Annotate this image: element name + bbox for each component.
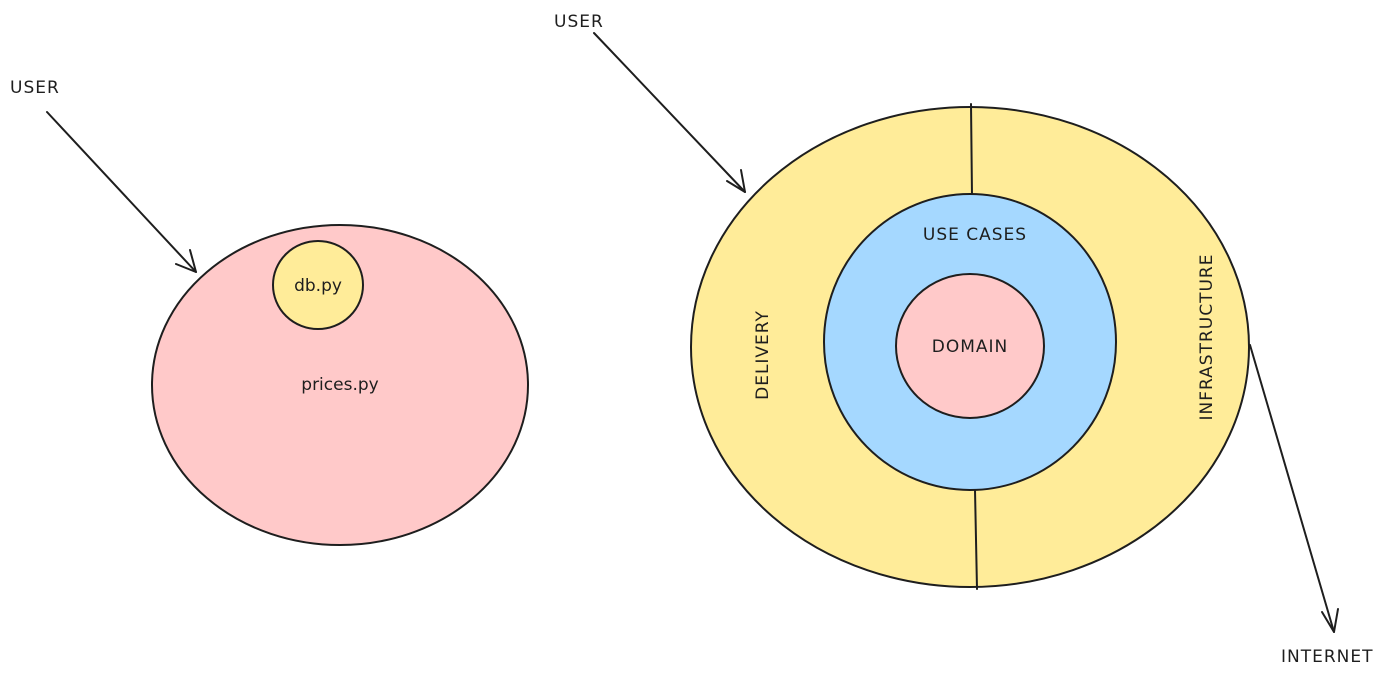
ring-divider-bottom bbox=[974, 489, 978, 590]
right-user-arrowhead bbox=[726, 169, 746, 193]
infrastructure-label: INFRASTRUCTURE bbox=[1197, 254, 1217, 421]
right-diagram: USER USE CASES DOMAIN DELIVERY INFRASTRU… bbox=[554, 12, 1374, 667]
left-diagram: USER prices.py db.py bbox=[10, 78, 529, 546]
domain-label: DOMAIN bbox=[932, 337, 1009, 357]
prices-module-circle bbox=[151, 224, 529, 546]
left-user-arrowhead bbox=[175, 249, 197, 273]
delivery-label: DELIVERY bbox=[753, 310, 773, 400]
domain-circle bbox=[895, 273, 1045, 419]
left-user-arrow bbox=[46, 111, 197, 273]
prices-module-label: prices.py bbox=[301, 375, 378, 395]
right-user-arrow bbox=[593, 32, 746, 193]
left-user-label: USER bbox=[10, 78, 60, 98]
ring-divider-top bbox=[970, 103, 973, 197]
db-module-label: db.py bbox=[294, 276, 342, 296]
internet-arrowhead bbox=[1321, 608, 1339, 633]
db-module-circle bbox=[272, 240, 364, 330]
internet-label: INTERNET bbox=[1281, 647, 1374, 667]
right-user-label: USER bbox=[554, 12, 604, 32]
internet-arrow bbox=[1249, 344, 1335, 633]
use-cases-label: USE CASES bbox=[923, 225, 1027, 245]
